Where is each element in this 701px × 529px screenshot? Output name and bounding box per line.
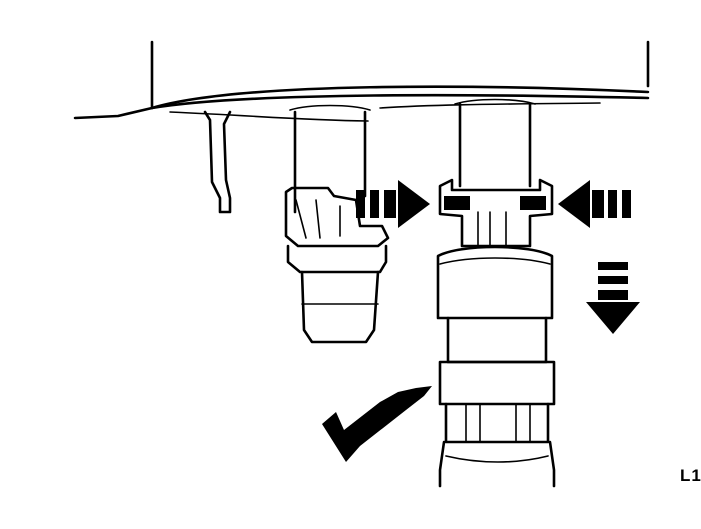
squeeze-arrow-left: [558, 180, 631, 228]
push-collar-arrow: [322, 386, 432, 462]
figure-label: L1: [680, 466, 701, 485]
left-connector: [284, 186, 390, 344]
left-tube: [289, 104, 371, 214]
squeeze-arrow-right: [356, 180, 430, 228]
right-connector-clip: [438, 178, 554, 248]
housing-body: [73, 40, 650, 122]
right-tube: [454, 98, 536, 188]
right-hose-assembly: [436, 245, 556, 488]
mounting-stud: [203, 110, 232, 214]
pull-down-arrow: [586, 262, 640, 334]
